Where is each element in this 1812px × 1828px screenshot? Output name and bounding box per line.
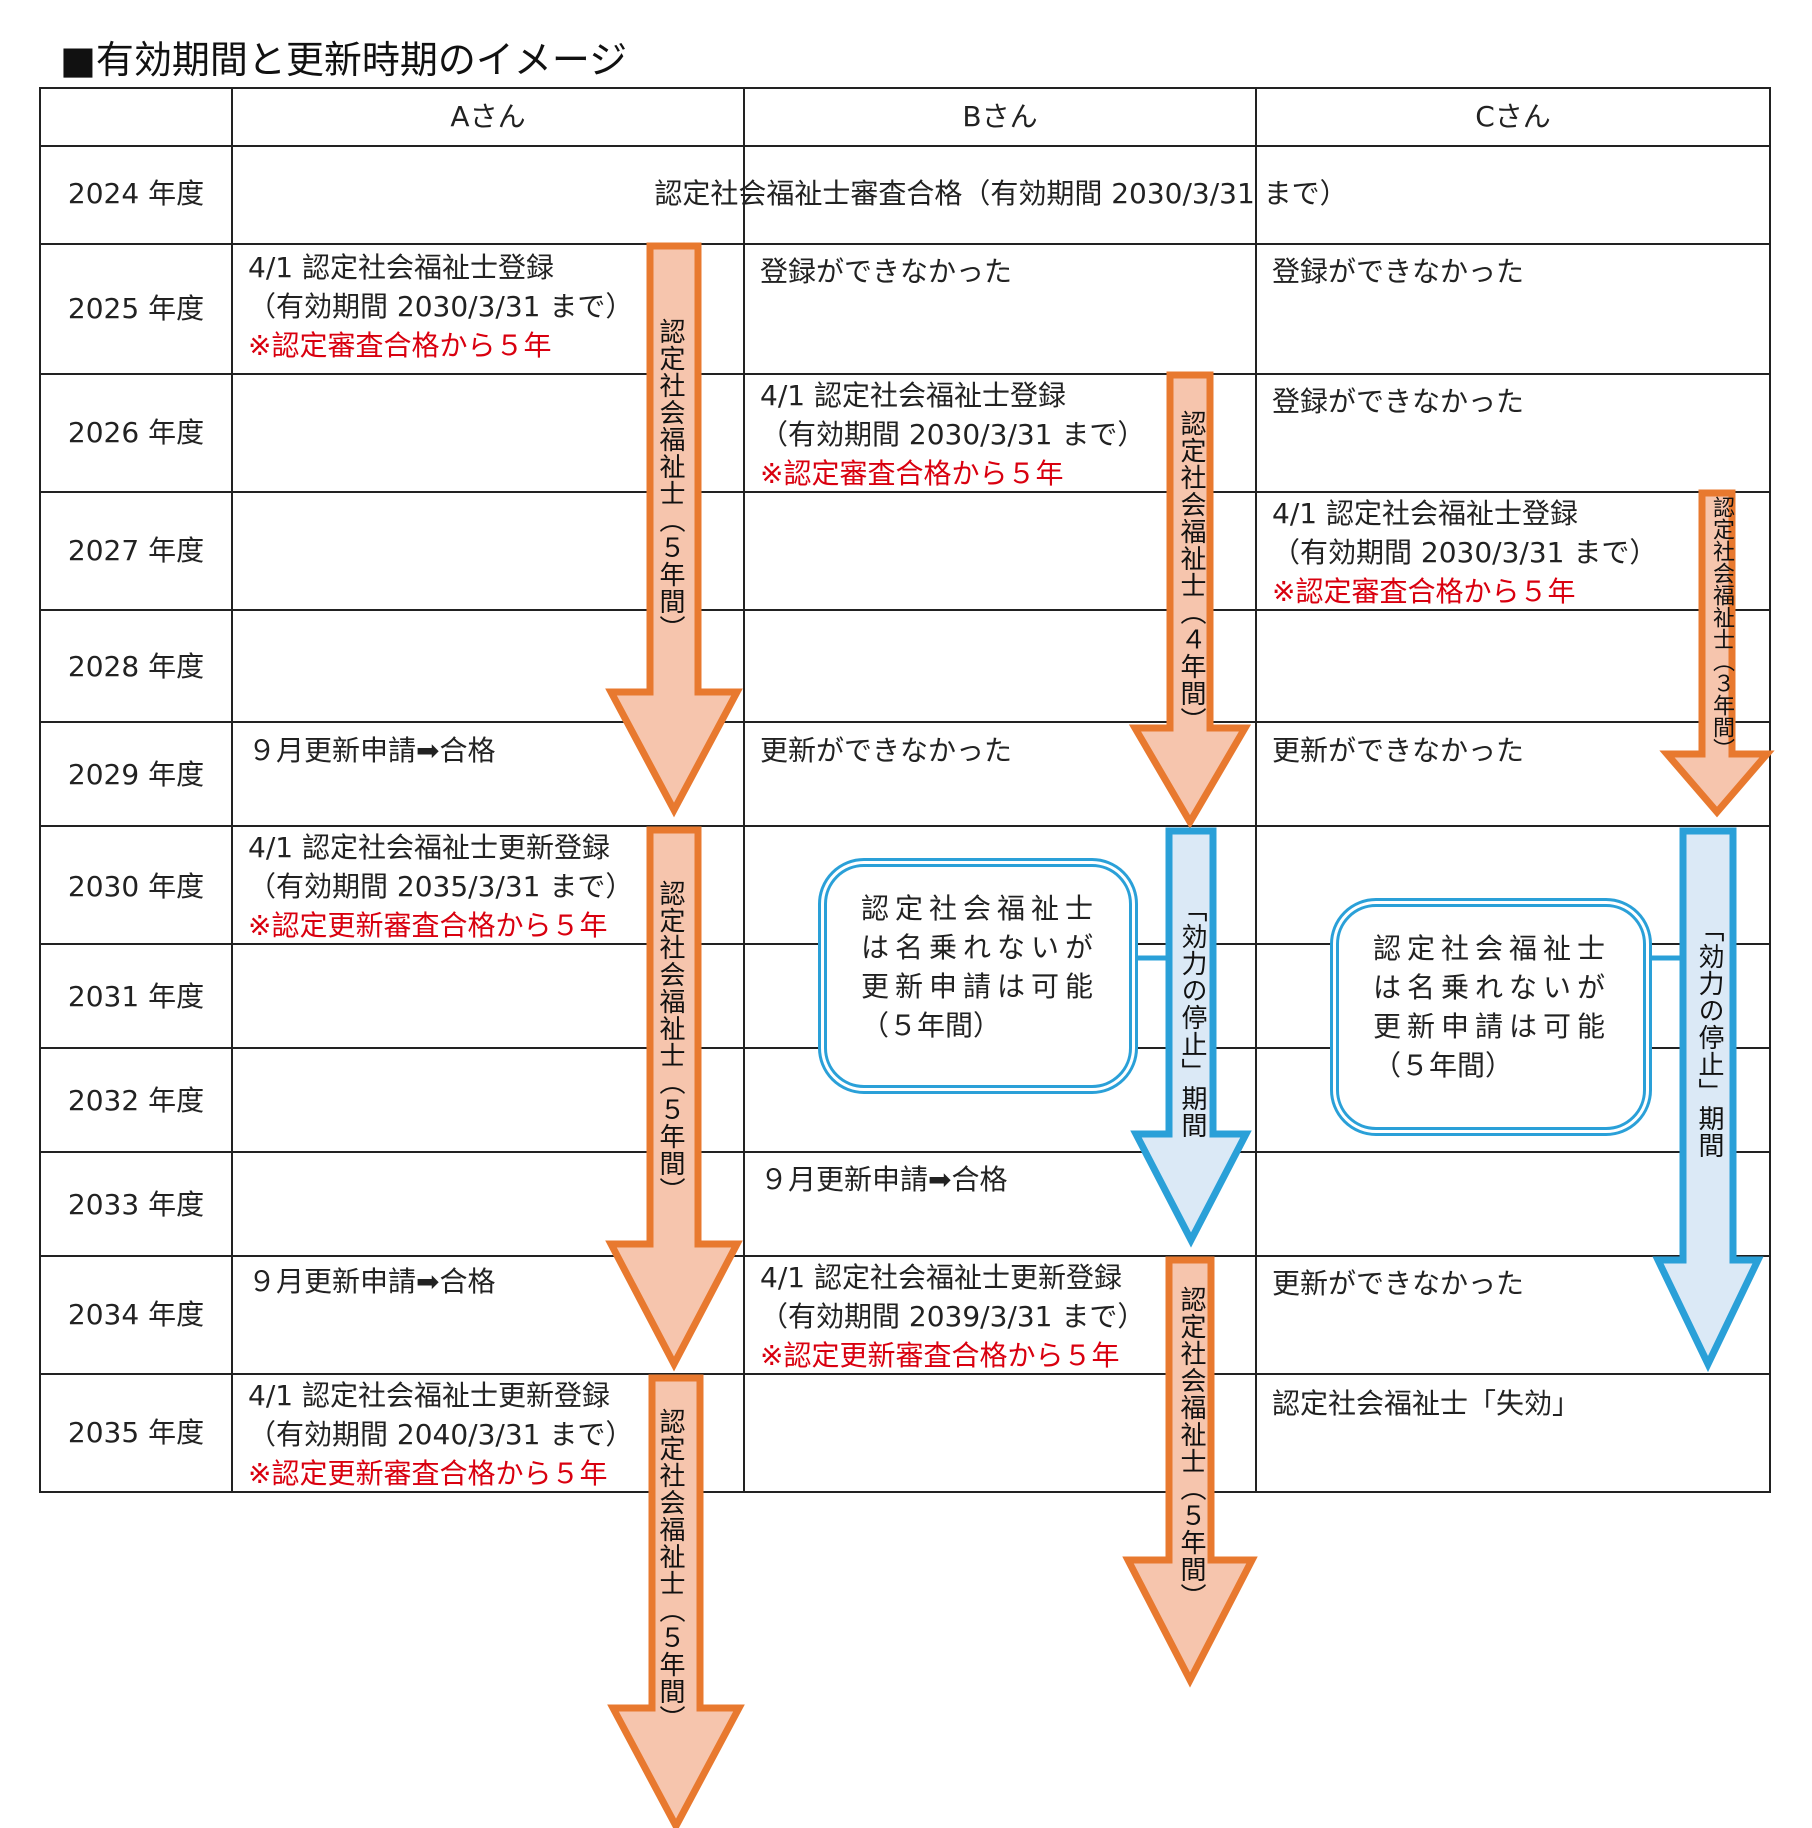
arrow-c1-label: 認定社会福祉士（３年間） <box>1709 496 1734 760</box>
year-label: 2032 年度 <box>67 1084 205 1117</box>
cell-line: （有効期間 2035/3/31 まで） <box>248 870 634 903</box>
arrow-b2-label: 認定社会福祉士（５年間） <box>1176 1286 1206 1610</box>
cell-note: ※認定審査合格から５年 <box>760 457 1064 490</box>
callout-line: 更新申請は可能 <box>1373 1010 1612 1043</box>
cell-line: 4/1 認定社会福祉士更新登録 <box>248 831 610 864</box>
b-2033-cell: ９月更新申請➡合格 <box>760 1163 1008 1196</box>
b-2034-cell: 4/1 認定社会福祉士更新登録 （有効期間 2039/3/31 まで） ※認定更… <box>760 1258 1145 1375</box>
column-header-c: Cさん <box>1475 100 1551 133</box>
year-label: 2028 年度 <box>67 650 205 683</box>
cell-note: ※認定更新審査合格から５年 <box>248 1457 608 1490</box>
year-label: 2024 年度 <box>67 177 205 210</box>
c-2034-cell: 更新ができなかった <box>1272 1267 1525 1300</box>
arrow-b1-label: 認定社会福祉士（４年間） <box>1176 410 1206 734</box>
cell-line: （有効期間 2030/3/31 まで） <box>1272 536 1658 569</box>
page-title: ■有効期間と更新時期のイメージ <box>60 38 628 82</box>
arrow-b2-shape <box>1122 1256 1258 1688</box>
arrow-b1-shape <box>1128 371 1252 829</box>
year-label: 2026 年度 <box>67 416 205 449</box>
row-2024-pass-text: 認定社会福祉士審査合格（有効期間 2030/3/31 まで） <box>654 177 1348 210</box>
cell-note: ※認定更新審査合格から５年 <box>248 909 608 942</box>
callout-line: （５年間） <box>861 1009 1002 1042</box>
column-header-b: Bさん <box>962 100 1038 133</box>
callout-line: は名乗れないが <box>1373 971 1612 1004</box>
b-2029-cell: 更新ができなかった <box>760 734 1013 767</box>
c-2027-cell: 4/1 認定社会福祉士登録 （有効期間 2030/3/31 まで） ※認定審査合… <box>1272 494 1657 611</box>
cell-line: （有効期間 2040/3/31 まで） <box>248 1418 634 1451</box>
b-2025-cell: 登録ができなかった <box>760 255 1013 288</box>
arrow-a1-shape <box>605 242 743 818</box>
callout-line: （５年間） <box>1373 1049 1514 1082</box>
cell-line: 4/1 認定社会福祉士更新登録 <box>760 1261 1122 1294</box>
year-label: 2034 年度 <box>67 1298 205 1331</box>
arrow-c-suspend-shape <box>1652 827 1764 1373</box>
callout-line: 更新申請は可能 <box>861 970 1100 1003</box>
callout-b: 認定社会福祉士 は名乗れないが 更新申請は可能 （５年間） <box>818 858 1138 1094</box>
arrow-a1-label: 認定社会福祉士（５年間） <box>655 318 685 642</box>
c-2025-cell: 登録ができなかった <box>1272 255 1525 288</box>
cell-line: 4/1 認定社会福祉士登録 <box>760 379 1066 412</box>
c-2029-cell: 更新ができなかった <box>1272 734 1525 767</box>
arrow-a2-shape <box>605 826 743 1372</box>
c-2035-cell: 認定社会福祉士「失効」 <box>1272 1387 1581 1420</box>
b-2026-cell: 4/1 認定社会福祉士登録 （有効期間 2030/3/31 まで） ※認定審査合… <box>760 376 1145 493</box>
arrow-a3-shape <box>607 1374 745 1828</box>
cell-note: ※認定審査合格から５年 <box>248 329 552 362</box>
c-2026-cell: 登録ができなかった <box>1272 385 1525 418</box>
a-2025-cell: 4/1 認定社会福祉士登録 （有効期間 2030/3/31 まで） ※認定審査合… <box>248 248 633 365</box>
a-2034-cell: ９月更新申請➡合格 <box>248 1265 496 1298</box>
callout-line: 認定社会福祉士 <box>861 892 1100 925</box>
cell-line: 4/1 認定社会福祉士登録 <box>248 251 554 284</box>
cell-line: （有効期間 2030/3/31 まで） <box>248 290 634 323</box>
year-label: 2029 年度 <box>67 758 205 791</box>
a-2030-cell: 4/1 認定社会福祉士更新登録 （有効期間 2035/3/31 まで） ※認定更… <box>248 828 633 945</box>
cell-line: 4/1 認定社会福祉士登録 <box>1272 497 1578 530</box>
arrow-b-suspend-shape <box>1130 827 1252 1248</box>
arrow-b-suspend-label: 「効力の停止」期間 <box>1177 896 1207 1139</box>
year-label: 2035 年度 <box>67 1416 205 1449</box>
arrow-c-suspend-label: 「効力の停止」期間 <box>1694 916 1724 1159</box>
arrow-a3-label: 認定社会福祉士（５年間） <box>655 1408 685 1732</box>
a-2035-cell: 4/1 認定社会福祉士更新登録 （有効期間 2040/3/31 まで） ※認定更… <box>248 1376 633 1493</box>
year-label: 2025 年度 <box>67 292 205 325</box>
cell-line: 4/1 認定社会福祉士更新登録 <box>248 1379 610 1412</box>
cell-line: （有効期間 2030/3/31 まで） <box>760 418 1146 451</box>
column-header-a: Aさん <box>450 100 526 133</box>
callout-c: 認定社会福祉士 は名乗れないが 更新申請は可能 （５年間） <box>1330 898 1652 1136</box>
table-lines <box>39 87 1771 1493</box>
cell-line: （有効期間 2039/3/31 まで） <box>760 1300 1146 1333</box>
a-2029-cell: ９月更新申請➡合格 <box>248 734 496 767</box>
arrow-a2-label: 認定社会福祉士（５年間） <box>655 880 685 1204</box>
callout-line: 認定社会福祉士 <box>1373 932 1612 965</box>
year-label: 2031 年度 <box>67 980 205 1013</box>
callout-line: は名乗れないが <box>861 931 1100 964</box>
year-label: 2027 年度 <box>67 534 205 567</box>
cell-note: ※認定更新審査合格から５年 <box>760 1339 1120 1372</box>
year-label: 2033 年度 <box>67 1188 205 1221</box>
arrow-c1-shape <box>1659 489 1775 818</box>
cell-note: ※認定審査合格から５年 <box>1272 575 1576 608</box>
year-label: 2030 年度 <box>67 870 205 903</box>
